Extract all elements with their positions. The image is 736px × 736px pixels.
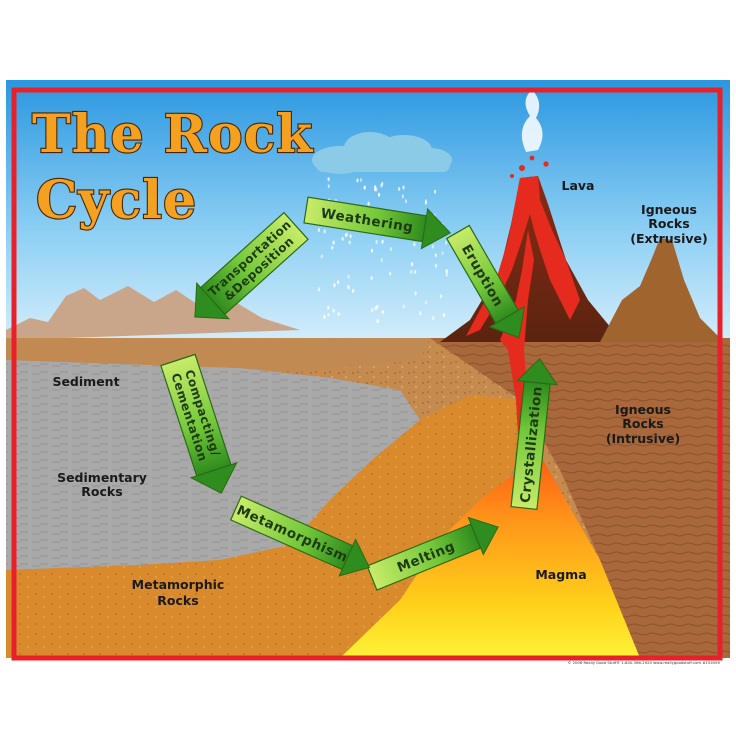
svg-text:Rocks: Rocks <box>81 484 122 499</box>
svg-text:Igneous: Igneous <box>615 402 671 417</box>
steam <box>521 90 543 152</box>
poster-border <box>11 87 723 661</box>
magma-chamber <box>340 455 640 658</box>
igneous-intrusive-zone <box>430 338 730 658</box>
svg-text:(Extrusive): (Extrusive) <box>630 231 707 246</box>
distant-mountains <box>6 286 300 340</box>
title-line-2: Cycle <box>36 170 197 231</box>
label-metamorphic-rocks: Metamorphic Rocks <box>132 577 225 608</box>
svg-text:Rocks: Rocks <box>648 216 689 231</box>
svg-text:Metamorphic: Metamorphic <box>132 577 225 592</box>
rain-cloud <box>312 132 452 174</box>
svg-text:Sedimentary: Sedimentary <box>57 470 147 485</box>
label-magma: Magma <box>535 567 586 582</box>
svg-text:Rocks: Rocks <box>157 593 198 608</box>
svg-text:(Intrusive): (Intrusive) <box>606 431 680 446</box>
metamorphic-layer <box>6 395 520 658</box>
label-sedimentary-rocks: Sedimentary Rocks <box>57 470 147 499</box>
footer-credit: © 2006 Really Good Stuff® 1-800-366-1920… <box>568 660 721 665</box>
title-line-1: The Rock <box>32 104 313 165</box>
svg-text:Rocks: Rocks <box>622 416 663 431</box>
label-igneous-intrusive: Igneous Rocks (Intrusive) <box>606 402 680 446</box>
label-sediment: Sediment <box>52 374 119 389</box>
label-lava: Lava <box>562 178 595 193</box>
label-igneous-extrusive: Igneous Rocks (Extrusive) <box>630 202 707 246</box>
svg-text:Igneous: Igneous <box>641 202 697 217</box>
